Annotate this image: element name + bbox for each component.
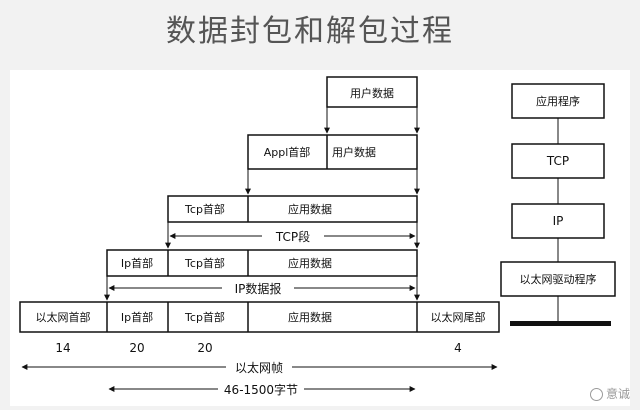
stack-driver-box	[500, 261, 616, 297]
size-eth-header: 14	[55, 341, 70, 355]
eth-header-cell: 以太网首部	[36, 310, 91, 324]
tcp-data-cell: 应用数据	[288, 202, 332, 216]
user-data-box	[326, 76, 418, 108]
stack-tcp-label: TCP	[546, 154, 569, 168]
tcp-segment-label: TCP段	[275, 229, 310, 244]
eth-trailer-cell: 以太网尾部	[431, 310, 486, 324]
appl-row-box	[247, 134, 418, 170]
watermark: 意诚	[589, 385, 630, 402]
tcp-header-cell: Tcp首部	[184, 202, 225, 216]
eth-row-ip-header-cell: Ip首部	[121, 310, 153, 324]
stack-driver-label: 以太网驱动程序	[520, 272, 597, 286]
eth-row-tcp-header-cell: Tcp首部	[184, 310, 225, 324]
eth-row-box	[19, 301, 500, 333]
ip-datagram-label: IP数据报	[235, 281, 282, 296]
eth-frame-label-bg	[226, 359, 292, 375]
stack-ip-box	[511, 203, 605, 239]
stack-app-box	[511, 83, 605, 119]
appl-header-cell: Appl首部	[264, 145, 311, 159]
payload-size-label: 46-1500字节	[224, 382, 298, 397]
size-eth-trailer: 4	[454, 341, 462, 355]
stack-app-label: 应用程序	[536, 94, 580, 108]
watermark-text: 意诚	[605, 387, 630, 401]
stack-ip-label: IP	[553, 214, 564, 228]
size-tcp-header: 20	[197, 341, 212, 355]
eth-row-data-cell: 应用数据	[288, 310, 332, 324]
ip-row-tcp-header-cell: Tcp首部	[184, 256, 225, 270]
ip-row-data-cell: 应用数据	[288, 256, 332, 270]
tcp-segment-label-bg	[262, 228, 324, 244]
eth-frame-label: 以太网帧	[235, 360, 283, 375]
user-data-label: 用户数据	[350, 86, 394, 100]
ip-datagram-label-bg	[222, 280, 294, 296]
network-bus-line	[510, 321, 611, 326]
appl-data-cell: 用户数据	[332, 145, 376, 159]
slide-title: 数据封包和解包过程	[166, 14, 454, 49]
stack-tcp-box	[511, 143, 605, 179]
ip-row-box	[106, 249, 418, 277]
tcp-row-box	[167, 195, 418, 223]
size-ip-header: 20	[129, 341, 144, 355]
ip-header-cell: Ip首部	[121, 256, 153, 270]
watermark-logo-icon	[589, 388, 603, 401]
payload-size-label-bg	[218, 381, 304, 397]
